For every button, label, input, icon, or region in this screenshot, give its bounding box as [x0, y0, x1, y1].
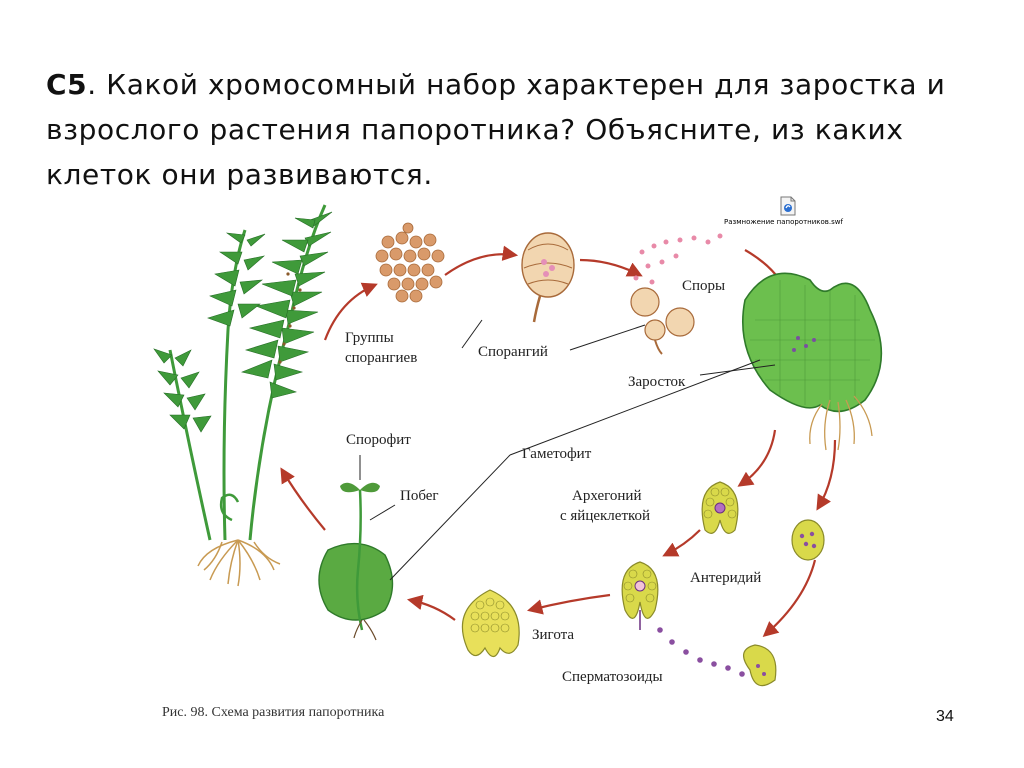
- label-spermatozoids: Сперматозоиды: [562, 669, 663, 685]
- spores-illustration: [630, 233, 723, 355]
- arrow-fertilized-to-zygote: [527, 593, 611, 615]
- label-sporophyte: Спорофит: [346, 432, 411, 448]
- fertilization-illustration: [621, 561, 659, 630]
- arrow-prothallus-to-archegonium: [737, 429, 777, 487]
- zygote-illustration: [461, 589, 520, 658]
- question-body: . Какой хромосомный набор характерен для…: [46, 68, 946, 191]
- antheridium-illustration: [791, 519, 825, 561]
- embedded-file-name: Размножение папоротников.swf: [724, 218, 843, 226]
- label-antheridium: Антеридий: [690, 570, 761, 586]
- fern-life-cycle-diagram: Группы спорангиев Спорангий Споры Зарост…: [153, 204, 883, 720]
- arrow-zygote-to-shoot: [406, 594, 456, 621]
- label-sporangium: Спорангий: [478, 344, 548, 360]
- arrow-sporangium-to-spores: [579, 258, 643, 277]
- arrow-prothallus-to-antheridium: [816, 439, 837, 511]
- prothallus-rhizoids: [809, 395, 873, 451]
- label-zygote: Зигота: [532, 627, 574, 643]
- label-spores: Споры: [682, 278, 725, 294]
- arrow-antheridium-to-spermatozoids: [762, 559, 817, 638]
- embedded-file[interactable]: Размножение папоротников.swf: [724, 196, 864, 236]
- arrow-sori-to-sporangium: [444, 245, 519, 276]
- arrow-fern-to-sori: [323, 282, 378, 341]
- label-archegonium-line1: Архегоний: [572, 488, 641, 504]
- label-shoot: Побег: [400, 488, 439, 504]
- young-sporophyte-illustration: [318, 482, 394, 641]
- cycle-arrows: [280, 245, 837, 638]
- label-sorus-groups-line2: спорангиев: [345, 350, 417, 366]
- archegonium-illustration: [701, 481, 739, 534]
- question-text: С5. Какой хромосомный набор характерен д…: [46, 62, 986, 197]
- prothallus-illustration: [742, 272, 883, 451]
- slide-number: 34: [936, 708, 954, 725]
- fern-roots: [197, 539, 281, 587]
- arrow-shoot-to-fern: [280, 467, 326, 531]
- flash-file-icon: [780, 196, 796, 216]
- arrow-archegonium-to-fertilized: [662, 529, 701, 557]
- figure-caption: Рис. 98. Схема развития папоротника: [162, 705, 385, 720]
- spermatozoids-illustration: [657, 627, 777, 687]
- label-gametophyte: Гаметофит: [522, 446, 592, 462]
- sporangium-illustration: [521, 232, 575, 323]
- sori-illustration: [375, 222, 445, 303]
- label-prothallus: Заросток: [628, 374, 686, 390]
- callout-lines: [359, 319, 776, 581]
- label-sorus-groups-line1: Группы: [345, 330, 394, 346]
- fern-sporophyte-illustration: [153, 204, 333, 587]
- label-archegonium-line2: с яйцеклеткой: [560, 508, 650, 524]
- question-number: С5: [46, 68, 88, 101]
